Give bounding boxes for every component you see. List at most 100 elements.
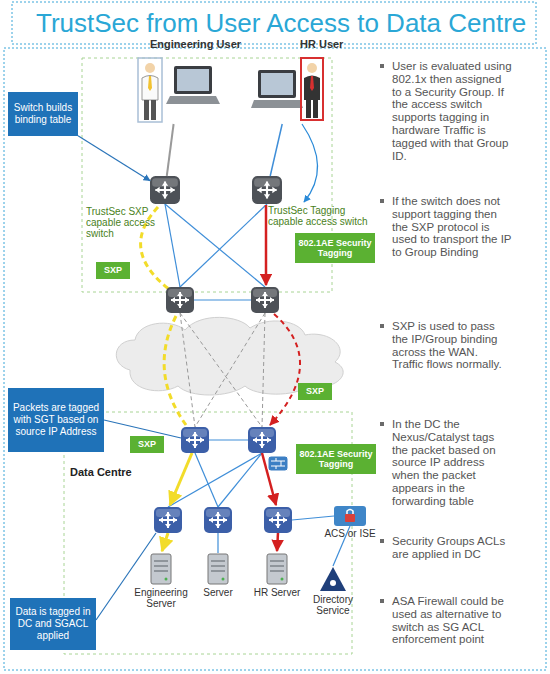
acs-shackle: [347, 510, 353, 515]
box-text: Switch builds binding table: [10, 102, 76, 126]
directory-illustration: [319, 566, 347, 592]
directory-triangle: [320, 567, 346, 591]
network-link: [194, 299, 251, 300]
title-frame: [12, 2, 536, 44]
acs-illustration: [334, 506, 366, 526]
network-link: [168, 453, 262, 507]
core-switch: [248, 427, 276, 453]
callout-box: Packets are tagged with SGT based on sou…: [8, 388, 104, 452]
user-tie: [148, 76, 152, 91]
bullet-text: ASA Firewall could be used as alternativ…: [392, 595, 512, 646]
box-text: SXP: [138, 439, 156, 450]
distribution-switch: [166, 287, 194, 313]
box-text: SXP: [104, 265, 122, 276]
network-link: [217, 533, 218, 553]
server-node: Engineering Server: [150, 553, 172, 585]
network-link: [218, 453, 262, 507]
sxp-path: [164, 316, 186, 425]
user-leg: [144, 100, 149, 120]
user-node: HR User: [254, 56, 326, 124]
server-body: [151, 554, 171, 584]
access-switch: [252, 176, 282, 204]
laptop-base: [251, 100, 303, 108]
tagged-path: [277, 533, 278, 551]
directory-node: Directory Service: [319, 566, 347, 592]
server-led: [165, 578, 168, 581]
user-leg: [306, 100, 311, 118]
dc-access-switch: [154, 507, 182, 533]
network-link: [165, 204, 180, 287]
laptop-screen: [258, 70, 296, 98]
callout-box: Switch builds binding table: [8, 92, 78, 136]
tag-box: SXP: [130, 436, 164, 453]
user-head: [145, 63, 155, 73]
tag-box: 802.1AE Security Tagging: [296, 444, 376, 474]
network-link: [165, 204, 265, 287]
bullet-text: If the switch does not support tagging t…: [392, 195, 512, 259]
directory-dot: [330, 580, 336, 586]
user-illustration: [254, 56, 326, 124]
server-led: [281, 578, 284, 581]
user-node: Engineering User: [136, 56, 220, 124]
server-illustration: [150, 553, 172, 585]
leader-line: [302, 124, 318, 202]
node-label: Server: [183, 587, 253, 598]
network-link: [292, 516, 334, 520]
laptop-base: [166, 96, 220, 104]
dc-access-switch: [204, 507, 232, 533]
wan-link: [262, 313, 265, 427]
box-text: Packets are tagged with SGT based on sou…: [10, 402, 102, 438]
node-label: ACS or ISE: [315, 528, 385, 539]
tag-box: SXP: [298, 383, 332, 400]
tag-box: SXP: [96, 262, 130, 279]
acs-node: ACS or ISE: [334, 506, 366, 526]
bullet-mark: [380, 64, 384, 68]
tagged-path: [170, 453, 192, 505]
connector: [167, 124, 174, 176]
callout-box: Data is tagged in DC and SGACL applied: [10, 598, 96, 650]
user-outline: [138, 58, 162, 122]
diagram-title: TrustSec from User Access to Data Centre: [36, 8, 526, 38]
switch-node: TrustSec Tagging capable access switch: [252, 176, 282, 204]
user-illustration: [136, 56, 220, 124]
sxp-path: [270, 314, 300, 425]
wan-link: [180, 313, 262, 427]
node-label: Directory Service: [303, 594, 363, 616]
acs-lock: [345, 514, 355, 522]
server-led: [222, 578, 225, 581]
user-body: [142, 76, 158, 101]
user-head: [307, 63, 317, 73]
bullet-mark: [380, 324, 384, 328]
server-body: [208, 554, 228, 584]
user-leg: [151, 100, 156, 120]
network-link: [209, 439, 248, 440]
switch-illustration: [252, 176, 282, 204]
node-label: TrustSec SXP capable access switch: [86, 206, 182, 239]
server-slots: [211, 561, 225, 571]
bullet-text: User is evaluated using 802.1x then assi…: [392, 60, 512, 162]
connector: [270, 124, 282, 176]
tagged-path: [265, 205, 268, 285]
acs-body: [334, 506, 366, 526]
server-illustration: [266, 553, 288, 585]
bullet-text: Security Groups ACLs are applied in DC: [392, 535, 512, 561]
node-label: HR User: [300, 39, 343, 50]
box-text: SXP: [306, 386, 324, 397]
laptop-display: [177, 69, 209, 91]
laptop-display: [261, 73, 293, 95]
node-label: HR Server: [242, 587, 312, 598]
node-label: Engineering Server: [126, 587, 196, 609]
node-label: TrustSec Tagging capable access switch: [268, 205, 368, 227]
tag-box: 802.1AE Security Tagging: [295, 233, 375, 263]
box-text: Data is tagged in DC and SGACL applied: [12, 606, 94, 642]
bullet-mark: [380, 422, 384, 426]
outer-frame: [4, 48, 546, 670]
user-tie: [310, 76, 314, 91]
server-body: [267, 554, 287, 584]
connector: [78, 136, 150, 181]
distribution-switch: [251, 287, 279, 313]
bullet-mark: [380, 599, 384, 603]
asa-firewall: [268, 456, 288, 471]
node-label: Engineering User: [150, 39, 241, 50]
